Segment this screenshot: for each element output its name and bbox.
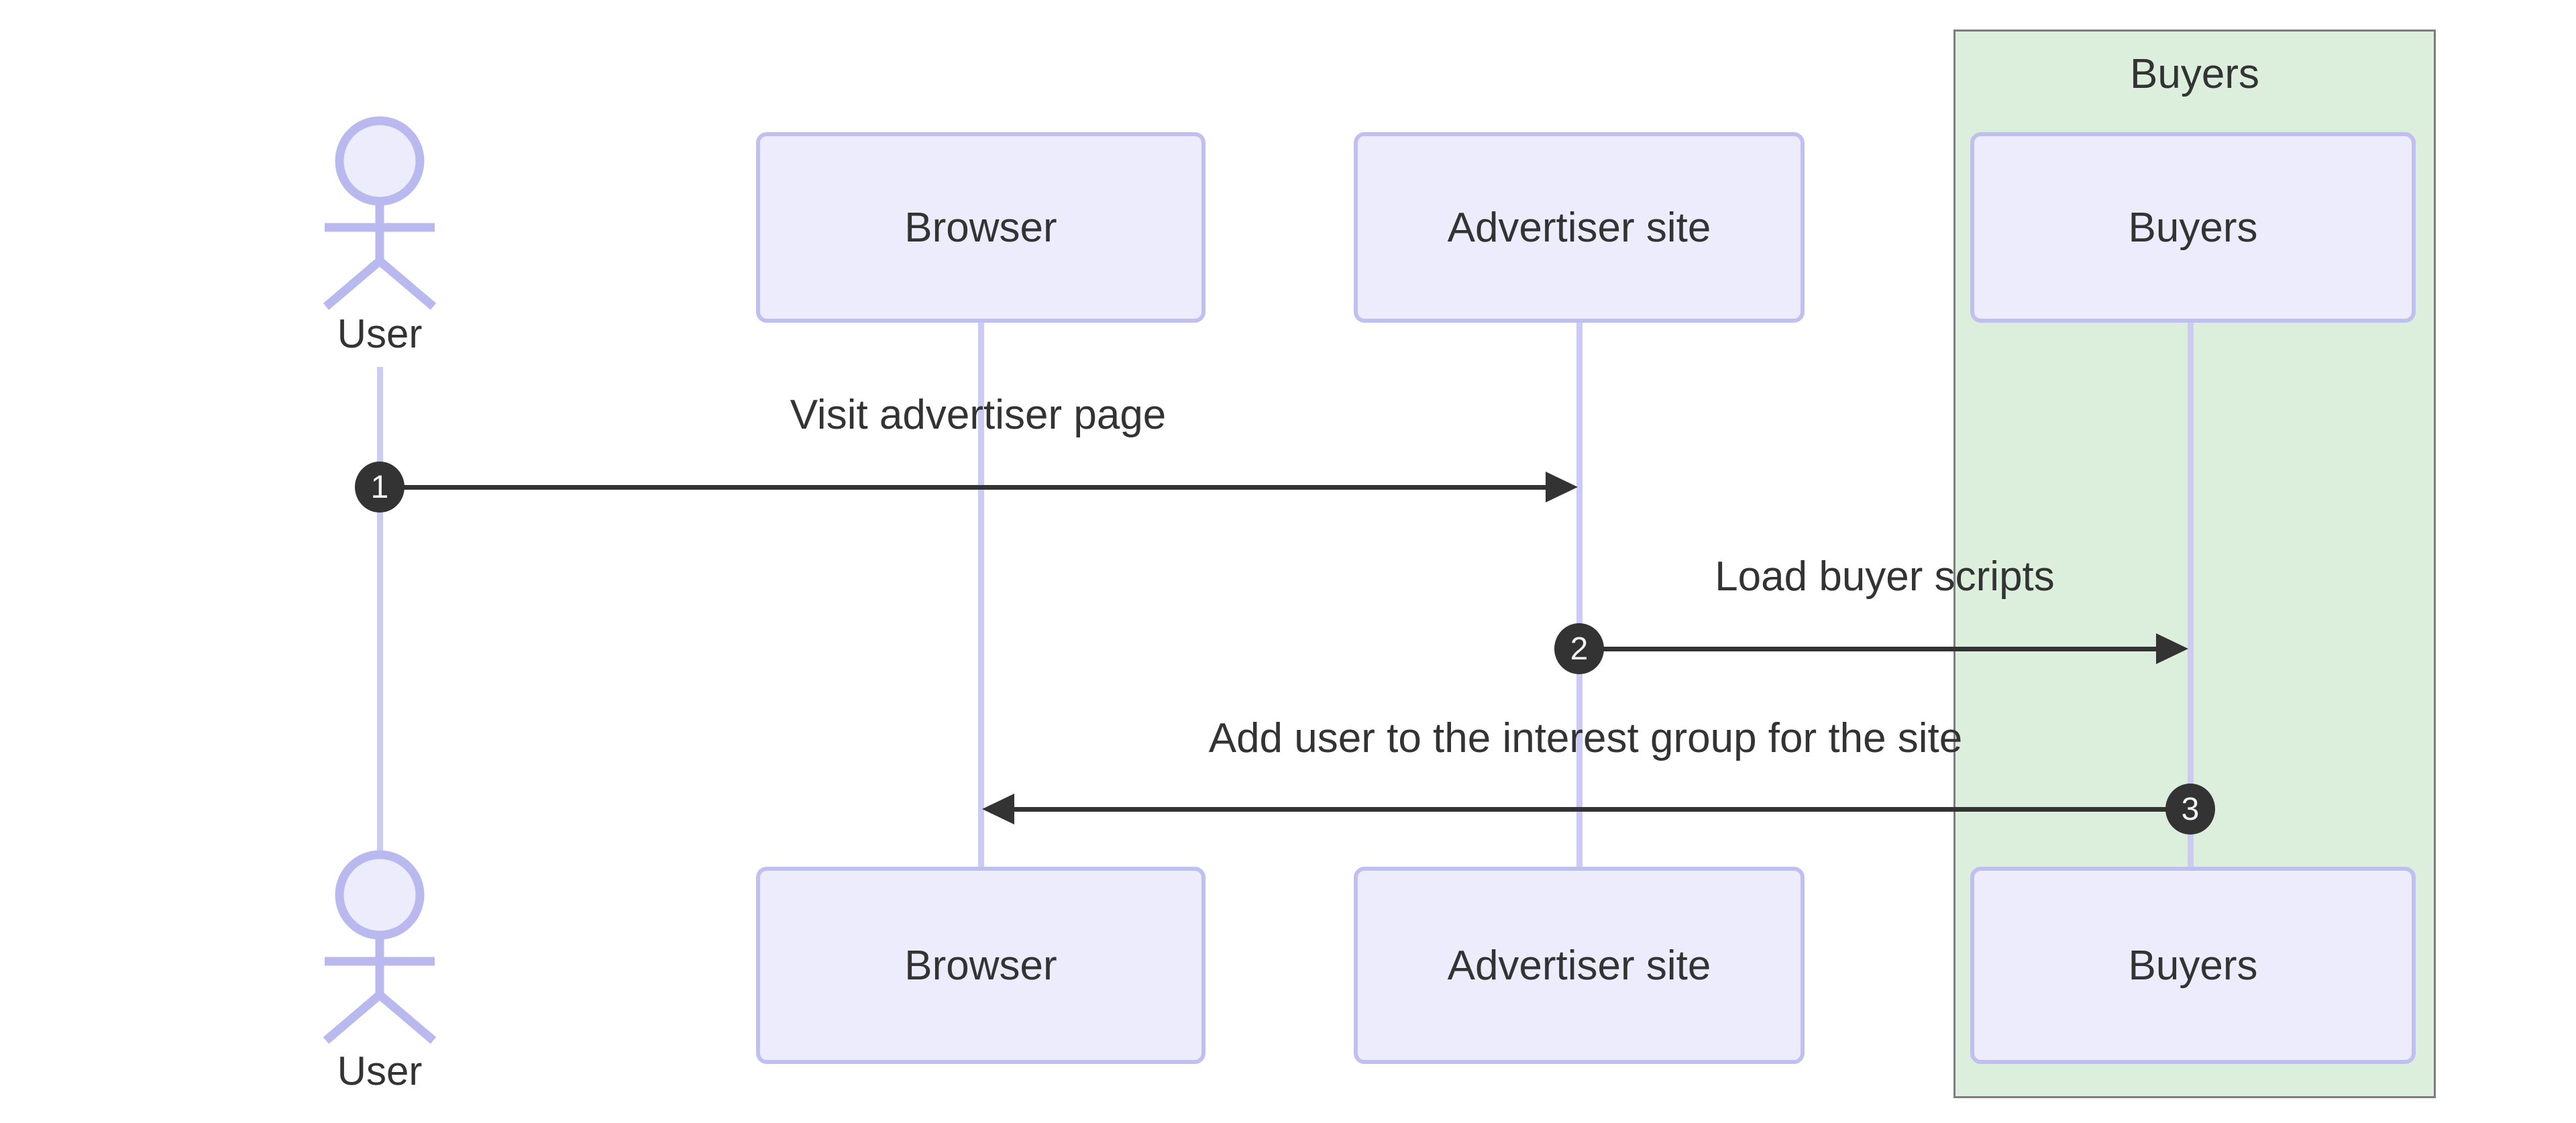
message-1-label: Visit advertiser page bbox=[790, 392, 1167, 438]
message-3-number-badge: 3 bbox=[2165, 784, 2215, 835]
user-actor-icon bbox=[323, 116, 437, 310]
participant-advertiser-bottom: Advertiser site bbox=[1354, 867, 1805, 1064]
arrowhead-right-icon bbox=[2156, 633, 2188, 664]
user-label-top: User bbox=[337, 311, 423, 356]
message-2-number-badge: 2 bbox=[1554, 623, 1604, 674]
lifeline-advertiser bbox=[1576, 322, 1582, 868]
participant-advertiser-top: Advertiser site bbox=[1354, 132, 1805, 323]
lifeline-user bbox=[377, 367, 383, 859]
buyers-group-label: Buyers bbox=[2130, 51, 2259, 97]
participant-browser-bottom: Browser bbox=[756, 867, 1205, 1064]
participant-buyers-top: Buyers bbox=[1970, 132, 2416, 323]
arrowhead-right-icon bbox=[1546, 472, 1578, 502]
user-actor-icon bbox=[323, 850, 437, 1044]
message-2-label: Load buyer scripts bbox=[1715, 553, 2055, 600]
message-3-line bbox=[1013, 807, 2190, 812]
message-3-label: Add user to the interest group for the s… bbox=[1208, 715, 1963, 761]
message-2-line bbox=[1579, 647, 2159, 651]
lifeline-browser bbox=[978, 322, 984, 868]
participant-buyers-bottom: Buyers bbox=[1970, 867, 2416, 1064]
participant-browser-top: Browser bbox=[756, 132, 1205, 323]
arrowhead-left-icon bbox=[982, 794, 1014, 824]
message-1-number-badge: 1 bbox=[355, 462, 405, 513]
user-label-bottom: User bbox=[337, 1049, 423, 1093]
lifeline-buyers bbox=[2188, 322, 2194, 868]
message-1-line bbox=[380, 485, 1550, 490]
